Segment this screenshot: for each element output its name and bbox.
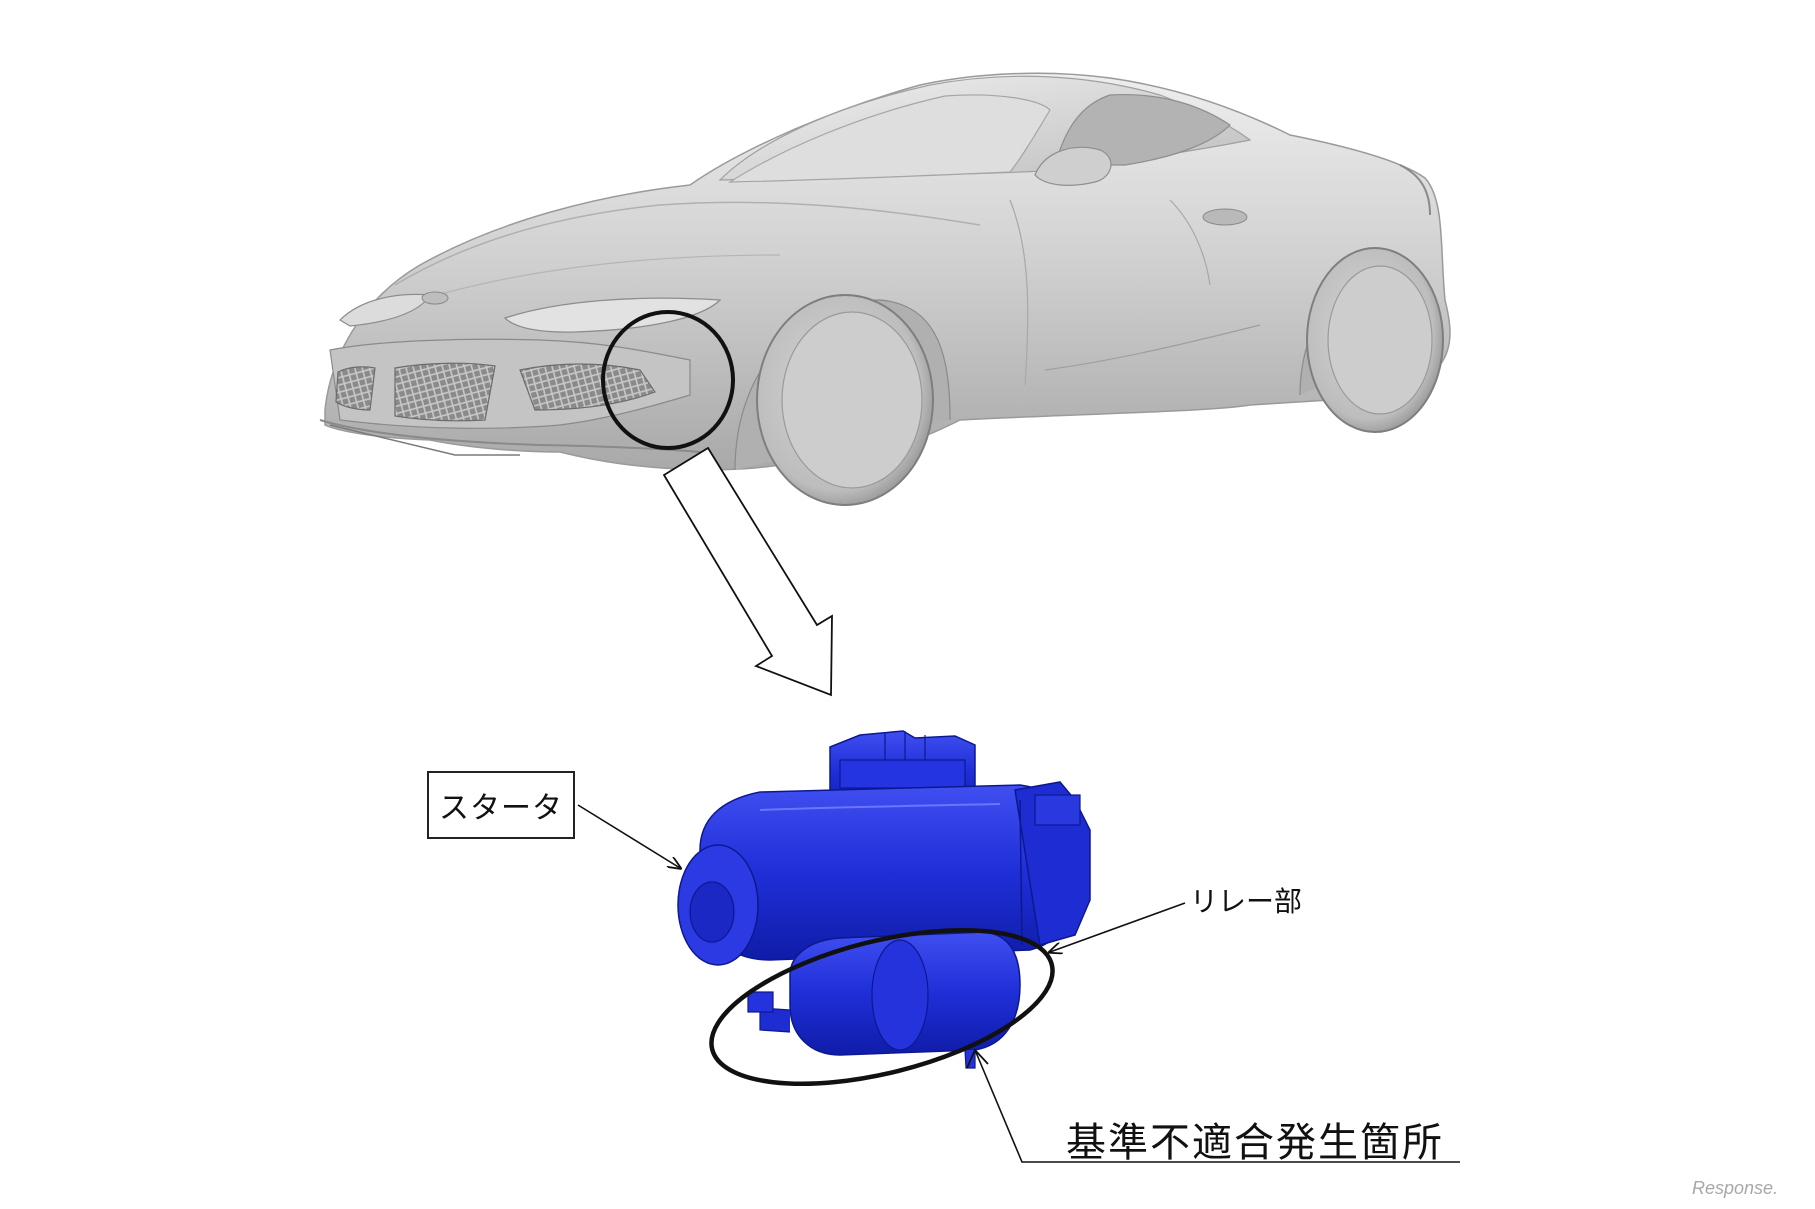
- starter-label: スタータ: [439, 791, 563, 826]
- car-windshield: [727, 94, 1051, 183]
- relay-label: リレー部: [1190, 885, 1303, 918]
- car-grille-right: [519, 363, 656, 411]
- car-grille-center: [394, 362, 496, 422]
- relay-leader-line: [1050, 902, 1186, 952]
- car-door-handle: [1202, 208, 1248, 226]
- defect-leader-line: [974, 1049, 1460, 1163]
- defect-location-circle: [709, 927, 1055, 1087]
- watermark-logo: Response.: [1692, 1178, 1779, 1198]
- starter-leader-line: [577, 804, 680, 868]
- starter-location-circle: [601, 310, 735, 450]
- car-illustration: [319, 72, 1451, 506]
- defect-location-label: 基準不適合発生箇所: [1066, 1120, 1444, 1166]
- starter-motor: [677, 730, 1091, 1069]
- car-side-mirror: [1034, 146, 1112, 186]
- starter-label-box: スタータ: [427, 771, 575, 839]
- car-grille-left: [335, 366, 376, 411]
- car-side-window: [1054, 93, 1231, 166]
- car-emblem: [421, 291, 449, 305]
- car-headlight: [503, 297, 722, 333]
- callout-arrow: [662, 446, 833, 697]
